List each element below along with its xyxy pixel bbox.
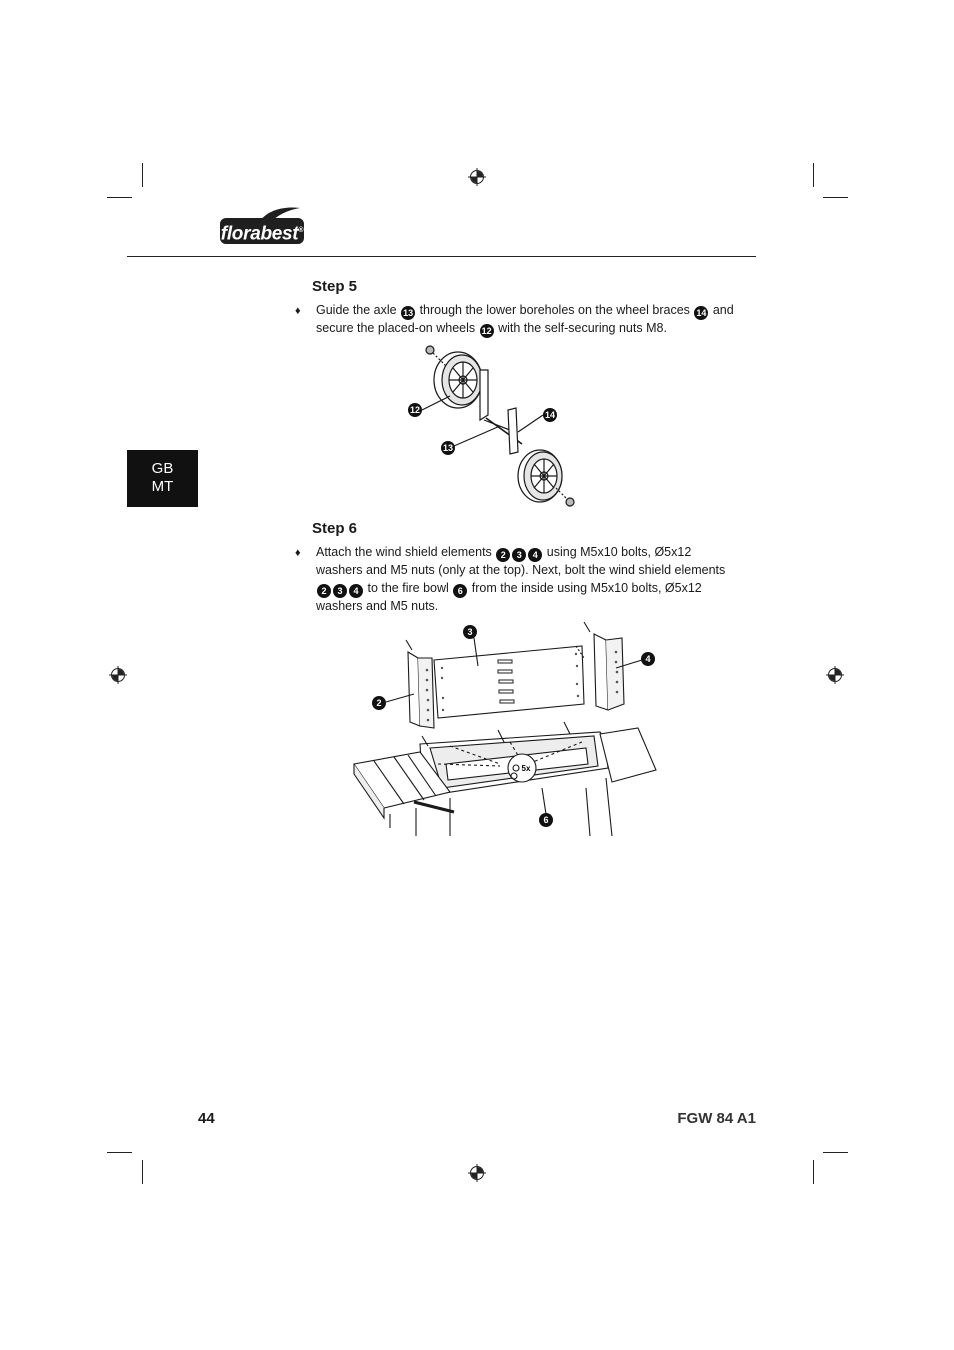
language-tab: GB MT: [127, 450, 198, 507]
ref-number: 13: [401, 306, 416, 320]
callout-3: 3: [467, 627, 472, 637]
ref-number: 4: [528, 548, 543, 562]
step5-instruction: Guide the axle 13 through the lower bore…: [316, 303, 734, 338]
registration-mark-icon: [468, 168, 486, 186]
callout-marker: [408, 403, 422, 417]
ref-number: 12: [479, 324, 494, 338]
callout-marker: [463, 625, 477, 639]
crop-mark: [813, 163, 814, 187]
crop-mark: [823, 197, 848, 198]
callout-2: 2: [376, 698, 381, 708]
callout-12: 12: [410, 405, 420, 415]
logo-text: florabest®: [220, 218, 304, 244]
ref-number: 14: [694, 306, 709, 320]
florabest-logo: florabest®: [220, 206, 308, 246]
bullet-icon: ♦: [295, 547, 301, 559]
crop-mark: [142, 1160, 143, 1184]
crop-mark: [823, 1152, 848, 1153]
callout-13: 13: [443, 443, 453, 453]
language-code-gb: GB: [151, 460, 174, 477]
ref-number: 3: [333, 583, 347, 598]
callout-marker: [543, 408, 557, 422]
registration-mark-icon: [109, 666, 127, 684]
callout-marker: [441, 441, 455, 455]
crop-mark: [107, 1152, 132, 1153]
ref-number: 2: [317, 583, 331, 598]
leaf-icon: [260, 207, 300, 221]
page-number: 44: [198, 1110, 215, 1127]
model-number: FGW 84 A1: [677, 1110, 756, 1127]
crop-mark: [107, 197, 132, 198]
callout-4: 4: [645, 654, 650, 664]
wheel-assembly-illustration: 12 14 13: [408, 345, 575, 507]
language-code-mt: MT: [151, 478, 174, 495]
registration-mark-icon: [468, 1164, 486, 1182]
wind-shield-assembly-illustration: 5x 3 4 2 6: [353, 621, 657, 836]
crop-mark: [813, 1160, 814, 1184]
ref-number: 4: [349, 583, 363, 598]
registration-mark-icon: [826, 666, 844, 684]
ref-number: 3: [512, 548, 527, 562]
bullet-icon: ♦: [295, 305, 301, 317]
callout-6: 6: [543, 815, 548, 825]
callout-marker: [641, 652, 655, 666]
crop-mark: [142, 163, 143, 187]
callout-14: 14: [545, 410, 555, 420]
quantity-label: 5x: [522, 764, 531, 773]
step6-title: Step 6: [312, 520, 358, 537]
callout-marker: [372, 696, 386, 710]
ref-number: 6: [453, 583, 468, 598]
step5-title: Step 5: [312, 278, 358, 295]
callout-marker: [539, 813, 553, 827]
header-rule: [127, 256, 756, 257]
ref-number: 2: [496, 548, 511, 562]
